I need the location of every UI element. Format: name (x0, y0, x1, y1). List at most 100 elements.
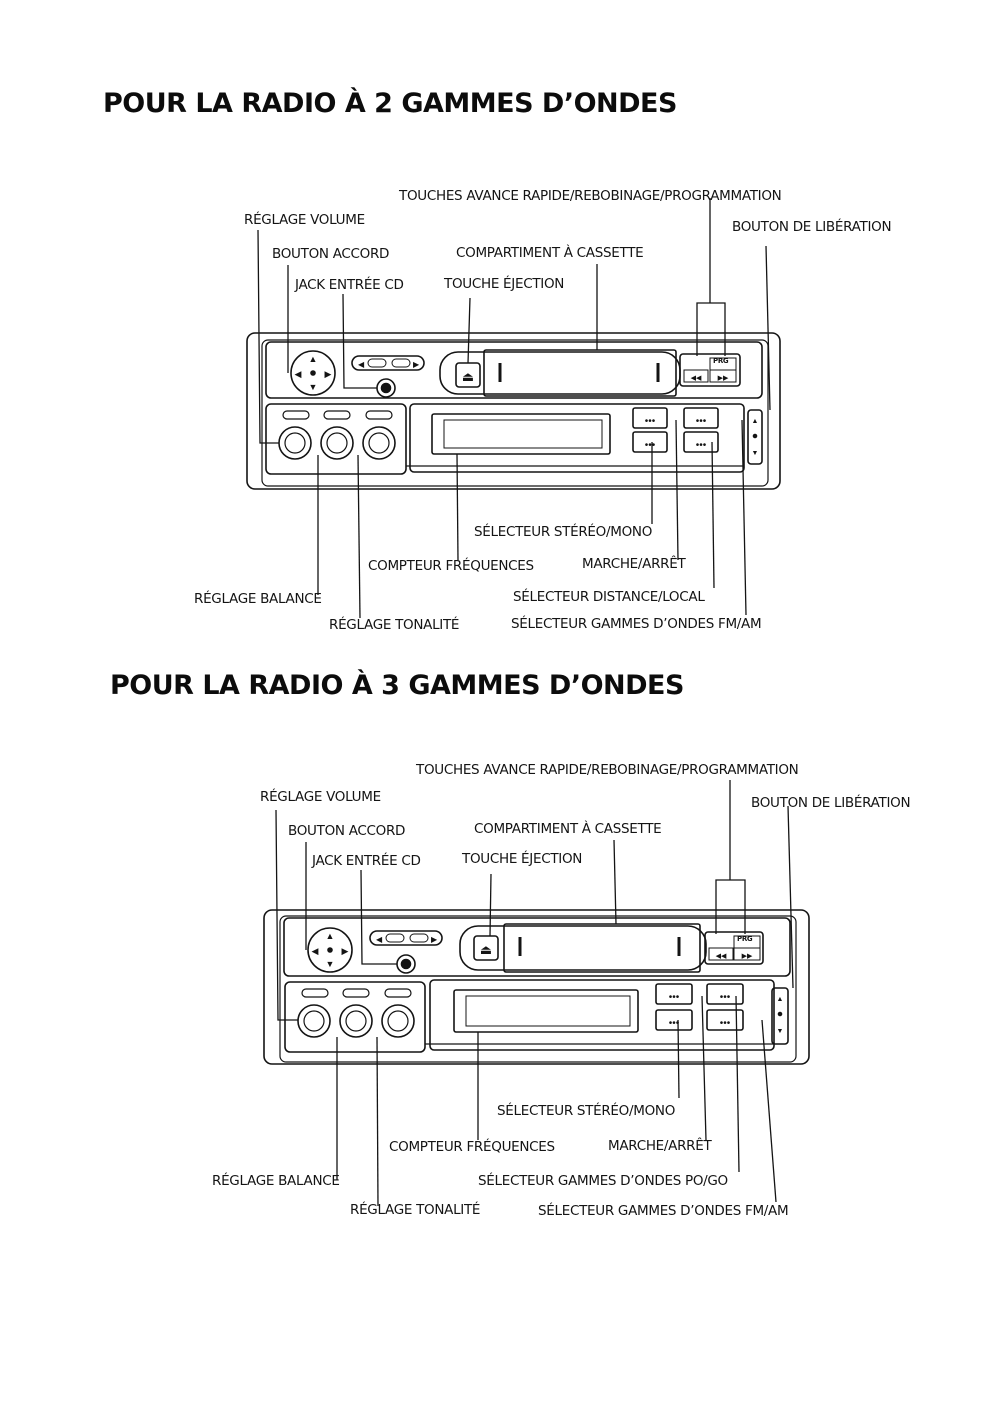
label-eject-2: TOUCHE ÉJECTION (462, 851, 583, 867)
label-cd-jack-2: JACK ENTRÉE CD (312, 853, 421, 869)
label-cassette-compartment-2: COMPARTIMENT À CASSETTE (474, 821, 662, 837)
label-eject: TOUCHE ÉJECTION (444, 276, 565, 292)
label-stereo-mono: SÉLECTEUR STÉRÉO/MONO (474, 524, 653, 540)
label-tuning-2: BOUTON ACCORD (288, 823, 406, 839)
svg-text:◀◀: ◀◀ (716, 953, 727, 960)
section-title-2-bands: POUR LA RADIO À 2 GAMMES D’ONDES (103, 88, 677, 119)
label-volume-2: RÉGLAGE VOLUME (260, 789, 381, 805)
label-tone: RÉGLAGE TONALITÉ (329, 617, 460, 633)
label-ff-rew-prog-2: TOUCHES AVANCE RAPIDE/REBOBINAGE/PROGRAM… (416, 762, 799, 778)
ff-rew-prog-keys (679, 353, 741, 387)
svg-text:◀◀: ◀◀ (691, 375, 702, 382)
svg-text:▶: ▶ (413, 360, 420, 369)
svg-text:•••: ••• (720, 992, 731, 1003)
tone-knob (320, 426, 354, 460)
svg-text:⏏: ⏏ (462, 369, 474, 384)
label-cassette-compartment: COMPARTIMENT À CASSETTE (456, 245, 644, 261)
mode-slider-2 (369, 930, 443, 946)
balance-knob (278, 426, 312, 460)
section-title-3-bands: POUR LA RADIO À 3 GAMMES D’ONDES (110, 670, 684, 701)
label-tone-2: RÉGLAGE TONALITÉ (350, 1202, 481, 1218)
prg-key-label: PRG (713, 357, 729, 365)
diagram-2-bands: ▲ ▼ ◀ ▶ ◀ ▶ ⏏ ◀◀ ▶▶ (0, 170, 1000, 640)
volume-tuning-knob (290, 350, 336, 396)
svg-text:•••: ••• (669, 1018, 680, 1029)
label-frequency-counter-2: COMPTEUR FRÉQUENCES (389, 1139, 555, 1155)
stereo-mono-button-2 (655, 983, 693, 1005)
cassette-slot-2 (503, 923, 701, 973)
label-band-po-go: SÉLECTEUR GAMMES D’ONDES PO/GO (478, 1173, 728, 1189)
radio-housing (246, 332, 781, 490)
svg-text:▼: ▼ (777, 1028, 784, 1035)
label-balance-2: RÉGLAGE BALANCE (212, 1173, 340, 1189)
svg-text:▼: ▼ (326, 959, 335, 969)
svg-text:▼: ▼ (752, 450, 759, 457)
svg-text:▲: ▲ (326, 931, 335, 941)
label-frequency-counter: COMPTEUR FRÉQUENCES (368, 558, 534, 574)
label-on-off: MARCHE/ARRÊT (582, 556, 686, 572)
svg-text:▶: ▶ (431, 935, 438, 944)
band-fm-am-button-2 (706, 1009, 744, 1031)
on-off-button (632, 431, 668, 453)
radio-diagram-svg: ▲ ▼ ◀ ▶ ◀ ▶ ⏏ ◀◀ ▶▶ (246, 198, 781, 619)
distance-local-button (683, 407, 719, 429)
label-release-button: BOUTON DE LIBÉRATION (732, 219, 892, 235)
radio-faceplate-2 (279, 915, 797, 1063)
radio-faceplate (261, 339, 769, 487)
svg-text:•••: ••• (669, 992, 680, 1003)
svg-text:•••: ••• (720, 1018, 731, 1029)
on-off-button-2 (655, 1009, 693, 1031)
svg-text:•••: ••• (696, 416, 707, 427)
cassette-door-2 (459, 925, 707, 971)
label-distance-local: SÉLECTEUR DISTANCE/LOCAL (513, 589, 705, 605)
svg-text:▲: ▲ (752, 418, 759, 425)
frequency-display (431, 413, 611, 455)
tone-knob-2 (339, 1004, 373, 1038)
label-band-fm-am-2: SÉLECTEUR GAMMES D’ONDES FM/AM (538, 1203, 789, 1219)
third-knob (362, 426, 396, 460)
lower-left-panel-2 (284, 981, 426, 1053)
release-button-2 (771, 987, 789, 1045)
svg-text:◀: ◀ (295, 369, 302, 379)
prg-key-label-2: PRG (737, 935, 753, 943)
ff-rew-prog-keys-2 (704, 931, 764, 965)
leader-lines (257, 198, 771, 619)
svg-text:▲: ▲ (309, 354, 318, 364)
svg-text:◀: ◀ (376, 935, 383, 944)
svg-text:•••: ••• (696, 440, 707, 451)
mode-slider (351, 355, 425, 371)
eject-button-2 (473, 935, 499, 961)
volume-tuning-knob-2 (307, 927, 353, 973)
label-stereo-mono-2: SÉLECTEUR STÉRÉO/MONO (497, 1103, 676, 1119)
svg-text:▲: ▲ (777, 996, 784, 1003)
svg-text:▶▶: ▶▶ (742, 953, 753, 960)
svg-text:◀: ◀ (358, 360, 365, 369)
svg-text:•••: ••• (645, 416, 656, 427)
label-balance: RÉGLAGE BALANCE (194, 591, 322, 607)
label-volume: RÉGLAGE VOLUME (244, 212, 365, 228)
label-tuning: BOUTON ACCORD (272, 246, 390, 262)
label-cd-jack: JACK ENTRÉE CD (295, 277, 404, 293)
leader-lines-2 (275, 780, 794, 1207)
band-po-go-button (706, 983, 744, 1005)
label-release-button-2: BOUTON DE LIBÉRATION (751, 795, 911, 811)
svg-text:⏏: ⏏ (480, 942, 492, 957)
third-knob-2 (381, 1004, 415, 1038)
balance-knob-2 (297, 1004, 331, 1038)
cassette-slot (483, 349, 677, 397)
svg-text:▶: ▶ (325, 369, 332, 379)
label-band-fm-am: SÉLECTEUR GAMMES D’ONDES FM/AM (511, 616, 762, 632)
stereo-mono-button (632, 407, 668, 429)
radio-housing-2 (263, 909, 810, 1065)
lower-right-panel (409, 403, 745, 473)
label-ff-rew-prog: TOUCHES AVANCE RAPIDE/REBOBINAGE/PROGRAM… (399, 188, 782, 204)
lower-right-panel-2 (429, 979, 775, 1051)
svg-text:▼: ▼ (309, 382, 318, 392)
frequency-display-2 (453, 989, 639, 1033)
upper-panel (265, 341, 763, 399)
band-fm-am-button (683, 431, 719, 453)
svg-text:▶: ▶ (342, 946, 349, 956)
label-on-off-2: MARCHE/ARRÊT (608, 1138, 712, 1154)
lower-left-panel (265, 403, 407, 475)
